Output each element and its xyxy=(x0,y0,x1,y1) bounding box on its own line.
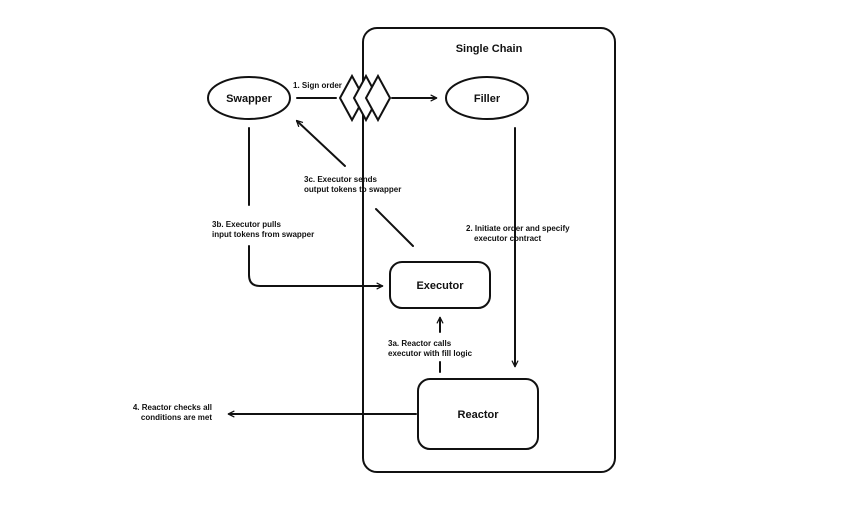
initiate-label-line2: executor contract xyxy=(474,234,541,243)
executor-node xyxy=(389,261,491,309)
pull-tokens-arrow xyxy=(248,245,384,290)
send-tokens-label-line1: 3c. Executor sends xyxy=(304,175,377,184)
reactor-node xyxy=(417,378,539,450)
send-tokens-arrow xyxy=(295,119,346,167)
single-chain-container xyxy=(362,27,616,473)
swapper-label: Swapper xyxy=(226,93,273,105)
reactor-calls-label-line2: executor with fill logic xyxy=(388,349,473,358)
reactor-calls-label-line1: 3a. Reactor calls xyxy=(388,339,452,348)
swapper-node xyxy=(207,76,291,120)
initiate-label-line1: 2. Initiate order and specify xyxy=(466,224,570,233)
pull-tokens-label-line2: input tokens from swapper xyxy=(212,230,314,239)
send-tokens-line-lower xyxy=(375,208,414,247)
signed-order-stack xyxy=(338,73,392,123)
pull-tokens-label-line1: 3b. Executor pulls xyxy=(212,220,281,229)
executor-label: Executor xyxy=(416,280,464,292)
filler-label: Filler xyxy=(474,93,501,105)
sign-order-label: 1. Sign order xyxy=(293,81,342,90)
send-tokens-label-line2: output tokens to swapper xyxy=(304,185,401,194)
checks-label-line1: 4. Reactor checks all xyxy=(133,403,212,412)
reactor-label: Reactor xyxy=(458,409,500,421)
filler-node xyxy=(445,76,529,120)
container-title: Single Chain xyxy=(456,43,523,55)
checks-label-line2: conditions are met xyxy=(141,413,212,422)
